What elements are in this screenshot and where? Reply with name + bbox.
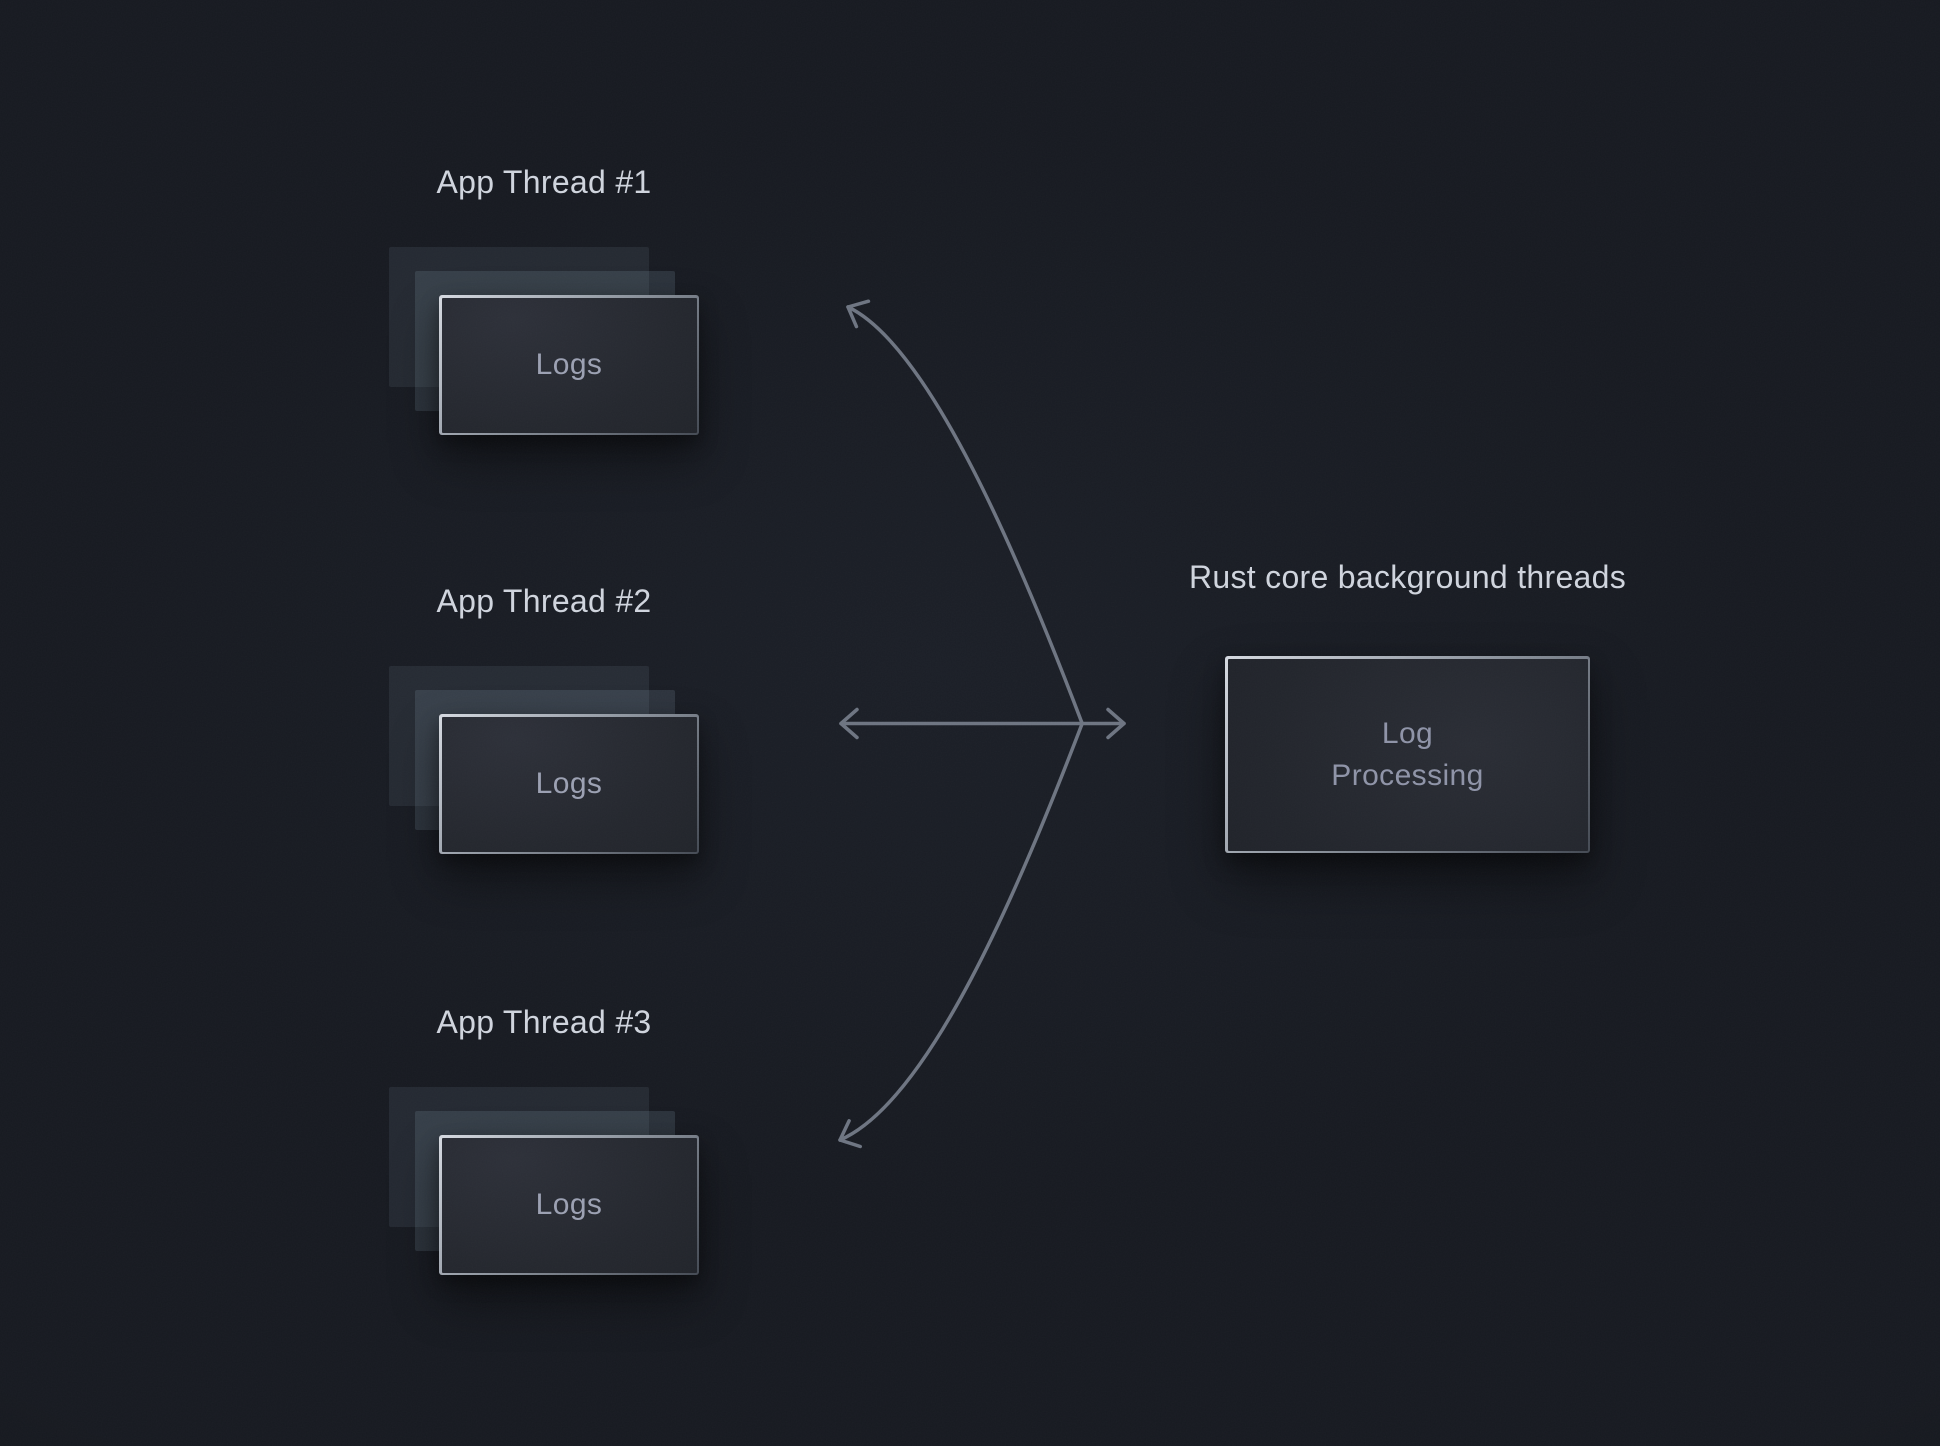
thread-2-label: App Thread #2 xyxy=(436,583,652,619)
flow-curve-to-thread-3 xyxy=(838,722,1084,1149)
logs-card-3: Logs xyxy=(439,1135,699,1275)
log-processing-label: Log Processing xyxy=(1331,716,1484,792)
logs-stack-1: Logs xyxy=(389,247,699,435)
logs-card-3-surface: Logs xyxy=(441,1137,697,1273)
logs-card-2-label: Logs xyxy=(535,767,603,800)
logs-card-1: Logs xyxy=(439,295,699,435)
log-processing-surface: Log Processing xyxy=(1227,658,1588,851)
thread-group-2: App Thread #2 Logs xyxy=(389,583,699,854)
flow-curve-to-thread-1 xyxy=(846,299,1084,725)
logs-card-1-surface: Logs xyxy=(441,297,697,433)
logs-card-1-label: Logs xyxy=(535,348,603,381)
log-processing-card: Log Processing xyxy=(1225,656,1590,853)
thread-1-label: App Thread #1 xyxy=(436,164,652,200)
thread-group-1: App Thread #1 Logs xyxy=(389,164,699,435)
logs-card-2: Logs xyxy=(439,714,699,854)
logs-card-2-surface: Logs xyxy=(441,716,697,852)
logs-card-3-label: Logs xyxy=(535,1188,603,1221)
logs-stack-2: Logs xyxy=(389,666,699,854)
rust-core-label: Rust core background threads xyxy=(1188,559,1627,595)
logs-stack-3: Logs xyxy=(389,1087,699,1275)
thread-group-3: App Thread #3 Logs xyxy=(389,1004,699,1275)
thread-3-label: App Thread #3 xyxy=(436,1004,652,1040)
